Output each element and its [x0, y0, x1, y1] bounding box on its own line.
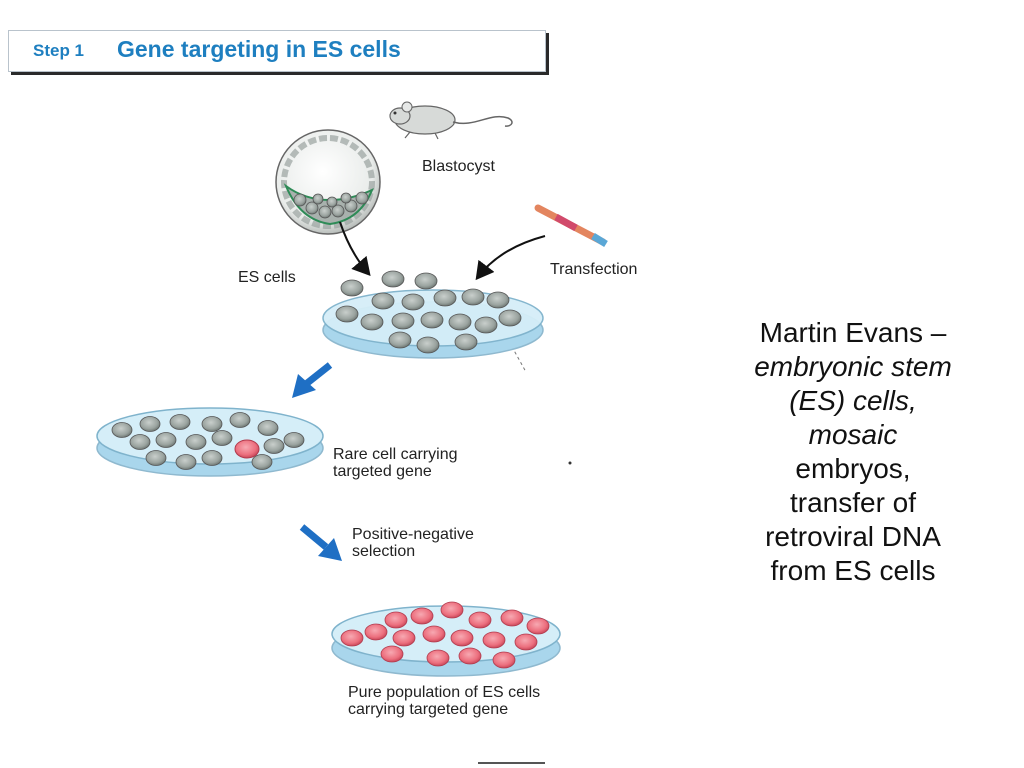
title-box: Step 1 Gene targeting in ES cells	[8, 30, 546, 72]
caption-line-8: from ES cells	[770, 555, 936, 586]
blastocyst-icon	[275, 129, 381, 235]
caption-line-3: (ES) cells,	[789, 385, 917, 416]
label-es-cells: ES cells	[238, 269, 296, 286]
caption-line-1: Martin Evans –	[759, 317, 947, 348]
dna-vector-icon	[534, 204, 608, 247]
label-selection: Positive-negative selection	[352, 526, 474, 560]
label-pure-line1: Pure population of ES cells	[348, 684, 541, 701]
label-selection-line1: Positive-negative	[352, 526, 474, 543]
petri-dish-es-cells	[322, 270, 544, 359]
label-rare-cell-line1: Rare cell carrying	[333, 446, 458, 463]
caption-line-5: embryos,	[795, 453, 911, 484]
mouse-icon	[389, 101, 513, 140]
targeted-cell	[234, 439, 260, 459]
step-label: Step 1	[33, 41, 85, 60]
blue-arrow-down-left	[292, 362, 333, 398]
label-rare-cell-line2: targeted gene	[333, 463, 432, 480]
petri-dish-pure-population	[331, 601, 561, 677]
blastocyst-arrow	[339, 221, 371, 277]
label-transfection: Transfection	[550, 261, 638, 278]
blue-arrow-down-right	[299, 524, 342, 561]
petri-dish-rare-cell	[96, 407, 324, 477]
label-rare-cell: Rare cell carrying targeted gene	[333, 446, 457, 480]
label-blastocyst: Blastocyst	[422, 158, 495, 175]
caption-martin-evans: Martin Evans – embryonic stem (ES) cells…	[712, 316, 994, 588]
transfection-arrow	[475, 235, 546, 281]
caption-line-4: mosaic	[808, 419, 898, 450]
caption-line-2: embryonic stem	[754, 351, 952, 382]
caption-line-7: retroviral DNA	[765, 521, 941, 552]
label-pure-population: Pure population of ES cells carrying tar…	[348, 684, 540, 718]
caption-line-6: transfer of	[789, 487, 917, 518]
label-selection-line2: selection	[352, 543, 416, 560]
page-title: Gene targeting in ES cells	[117, 36, 401, 62]
label-pure-line2: carrying targeted gene	[348, 701, 509, 718]
stray-dot	[568, 461, 572, 465]
